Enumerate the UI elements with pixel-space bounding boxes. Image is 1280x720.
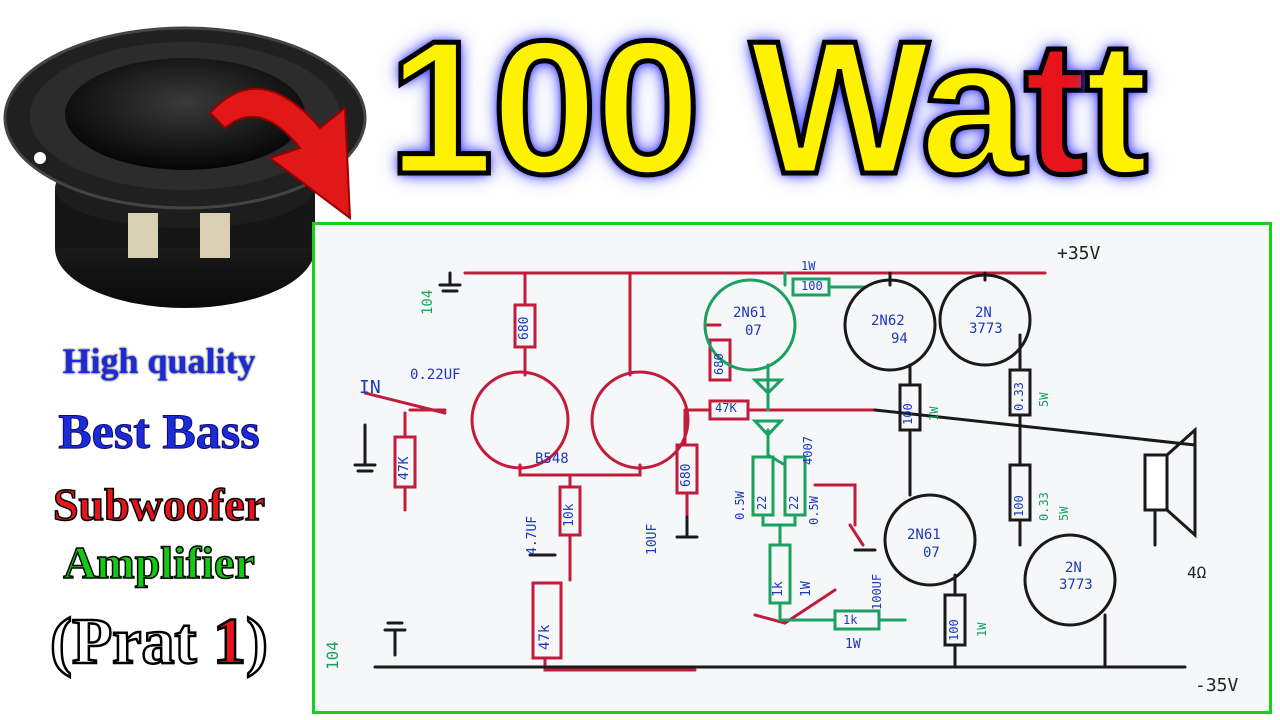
part-open: (Prat <box>49 604 214 680</box>
label-c10uf: 10UF <box>645 523 660 555</box>
label-r1k-v: 1k <box>771 581 786 597</box>
label-r680b: 680 <box>679 463 694 487</box>
label-r033a-w: 5W <box>1037 392 1051 407</box>
label-r033b: 0.33 <box>1037 492 1051 521</box>
label-2n62: 2N62 <box>871 313 905 329</box>
label-3773-top-b: 3773 <box>969 321 1003 337</box>
label-r100-v2: 100 <box>1012 495 1026 517</box>
label-2n61-bottom-b: 07 <box>923 545 940 561</box>
label-r100-v: 100 <box>901 403 915 425</box>
subwoofer-speaker-image <box>3 26 367 308</box>
label-2n61-top: 2N61 <box>733 305 767 321</box>
label-2n62-b: 94 <box>891 331 908 347</box>
label-c680: 680 <box>712 353 726 375</box>
label-r47k-in: 47K <box>397 456 412 480</box>
label-c104-bottom: 104 <box>323 641 342 670</box>
label-3773-top: 2N <box>975 305 992 321</box>
label-3773-bottom: 2N <box>1065 560 1082 576</box>
label-r680: 680 <box>517 316 532 340</box>
title-100-watt: 100 Watt <box>386 6 1268 211</box>
label-c47uf: 4.7UF <box>525 515 540 555</box>
part-number: 1 <box>212 604 248 680</box>
text-part-1: (Prat 1) <box>0 604 318 680</box>
text-best-bass: Best Bass <box>58 403 260 460</box>
label-c-in: 0.22UF <box>410 367 461 383</box>
part-close: ) <box>245 604 269 680</box>
label-in: IN <box>359 377 381 398</box>
label-r1k-h: 1k <box>843 613 858 627</box>
label-2n61-bottom: 2N61 <box>907 527 941 543</box>
label-w05b: 0.5W <box>807 496 821 525</box>
text-high-quality: High quality <box>62 341 256 381</box>
text-subwoofer: Subwoofer <box>52 478 266 531</box>
label-c100uf: 100UF <box>870 573 884 610</box>
label-c104-top: 104 <box>420 289 436 315</box>
title-tail: t <box>1083 2 1151 214</box>
label-r100-top: 100 <box>801 279 823 293</box>
label-3773-bottom-b: 3773 <box>1059 577 1093 593</box>
label-v-neg: -35V <box>1195 675 1239 696</box>
label-2n61-top-b: 07 <box>745 323 762 339</box>
schematic-diagram: +35V -35V IN 0.22UF 104 104 680 47K B548… <box>312 222 1272 714</box>
label-r10k: 10k <box>562 503 577 527</box>
label-r47k-mid: 47K <box>715 401 737 415</box>
label-b548: B548 <box>535 451 569 467</box>
label-r100-v3: 100 <box>947 619 961 641</box>
label-w05a: 0.5W <box>733 491 747 520</box>
label-d4007: 4007 <box>801 436 815 465</box>
label-r100-v-w: 1W <box>927 406 941 421</box>
label-r033a: 0.33 <box>1012 382 1026 411</box>
text-amplifier: Amplifier <box>62 536 255 589</box>
label-v-pos: +35V <box>1057 243 1101 264</box>
title-accent: t <box>1021 2 1089 214</box>
schematic-wiring <box>353 271 1197 672</box>
label-r1k-h-w: 1W <box>845 637 861 652</box>
label-r033b-w: 5W <box>1057 506 1071 521</box>
label-r22a: 22 <box>755 495 769 510</box>
label-r1k-v-w: 1W <box>799 581 814 597</box>
title-main: 100 Wa <box>386 2 1029 214</box>
label-r47k-bottom: 47k <box>537 624 553 650</box>
label-r22b: 22 <box>787 495 801 510</box>
label-r100-top-w: 1W <box>801 259 816 273</box>
label-r100-v3-w: 1W <box>975 622 989 637</box>
label-ohm: 4Ω <box>1187 563 1207 582</box>
